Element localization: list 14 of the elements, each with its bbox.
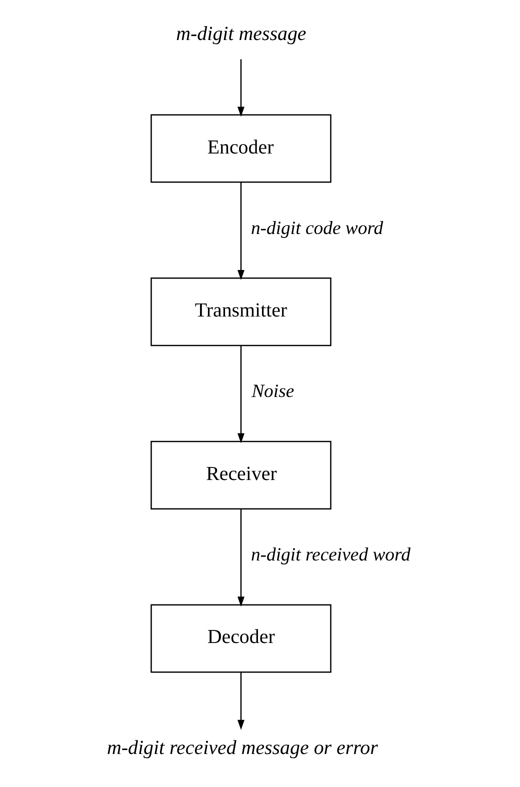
arrow bbox=[238, 59, 244, 117]
arrow bbox=[238, 508, 244, 607]
node-text: m-digit message bbox=[176, 22, 306, 45]
node-box: Receiver bbox=[150, 440, 332, 510]
node-text: m-digit received message or error bbox=[106, 737, 378, 760]
edge-label: n-digit received word bbox=[250, 544, 410, 566]
edge-label: n-digit code word bbox=[250, 218, 384, 239]
node-box: Decoder bbox=[150, 604, 332, 673]
edge-label: Noise bbox=[252, 381, 294, 402]
arrow bbox=[238, 182, 244, 280]
arrow bbox=[238, 346, 244, 444]
node-box: Encoder bbox=[150, 114, 332, 183]
node-box: Transmitter bbox=[150, 278, 332, 346]
arrow bbox=[238, 672, 244, 730]
